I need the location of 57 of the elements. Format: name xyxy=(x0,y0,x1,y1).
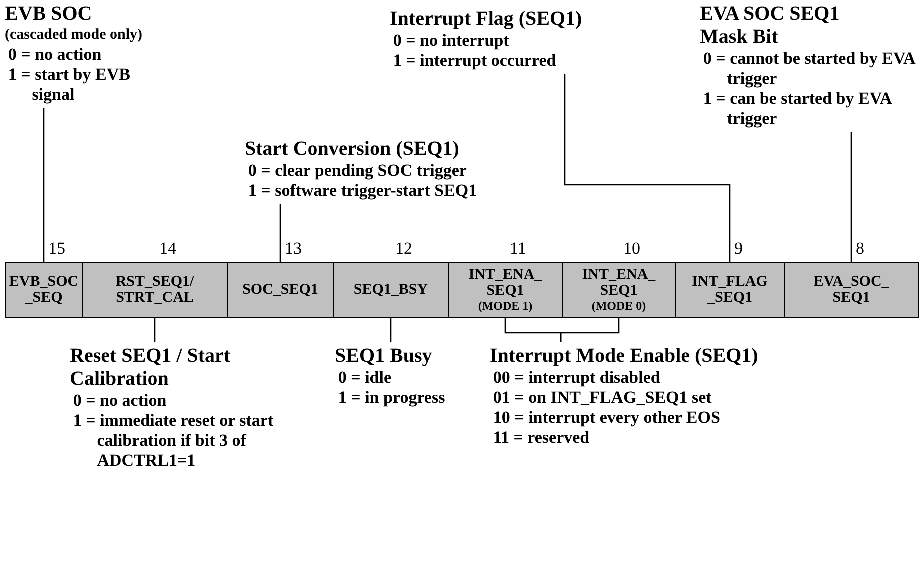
value-description: 1 = start by EVB signal xyxy=(7,65,132,105)
field-name: INT_FLAG _SEQ1 xyxy=(692,274,768,306)
leader-line xyxy=(154,318,156,342)
value-description: 1 = in progress xyxy=(337,388,446,408)
register-field xyxy=(448,262,563,318)
leader-line xyxy=(390,318,392,342)
mode-note: (MODE 1) xyxy=(478,299,533,313)
leader-line xyxy=(850,132,852,262)
field-title: Start Conversion (SEQ1) xyxy=(245,138,460,161)
field-title: EVB SOC xyxy=(5,3,94,26)
bit-number: 12 xyxy=(396,240,412,258)
bit-number: 14 xyxy=(160,240,176,258)
field-name: INT_ENA_ SEQ1 xyxy=(582,267,656,299)
value-description: 1 = can be started by EVA trigger xyxy=(702,89,893,129)
field-title: SEQ1 Busy xyxy=(335,345,434,368)
register-field xyxy=(5,262,83,318)
value-description: 0 = no interrupt xyxy=(392,31,510,51)
value-description: 00 = interrupt disabled xyxy=(492,368,662,388)
value-description: 0 = clear pending SOC trigger xyxy=(247,161,468,181)
field-name: SEQ1_BSY xyxy=(354,282,428,298)
field-name: SOC_SEQ1 xyxy=(242,282,318,298)
register-field xyxy=(227,262,334,318)
leader-line xyxy=(560,318,620,342)
bit-number: 13 xyxy=(285,240,302,258)
value-description: 0 = no action xyxy=(72,391,168,411)
bit-number: 8 xyxy=(856,240,864,258)
bit-number: 10 xyxy=(624,240,640,258)
register-field xyxy=(675,262,785,318)
bit-number: 9 xyxy=(734,240,743,258)
register-field xyxy=(562,262,676,318)
register-field xyxy=(82,262,228,318)
leader-line xyxy=(564,74,731,262)
value-description: 1 = immediate reset or start calibration if bit 3 of ADCTRL1=1 xyxy=(72,411,275,471)
field-name: RST_SEQ1/ STRT_CAL xyxy=(116,274,194,306)
field-title: EVA SOC SEQ1 Mask Bit xyxy=(700,3,841,49)
field-name: EVB_SOC _SEQ xyxy=(9,274,79,306)
value-description: 0 = cannot be started by EVA trigger xyxy=(702,49,916,89)
field-title: Reset SEQ1 / Start Calibration xyxy=(70,345,232,391)
leader-line xyxy=(280,204,282,262)
value-description: 11 = reserved xyxy=(492,428,591,448)
field-title: Interrupt Flag (SEQ1) xyxy=(390,8,584,31)
value-description: 10 = interrupt every other EOS xyxy=(492,408,722,428)
value-description: 0 = no action xyxy=(7,45,103,65)
field-note: (cascaded mode only) xyxy=(5,26,144,45)
field-title: Interrupt Mode Enable (SEQ1) xyxy=(490,345,760,368)
leader-line xyxy=(43,108,45,262)
register-field xyxy=(333,262,449,318)
register-field xyxy=(784,262,919,318)
field-name: INT_ENA_ SEQ1 xyxy=(468,267,542,299)
mode-note: (MODE 0) xyxy=(592,299,646,313)
value-description: 1 = software trigger-start SEQ1 xyxy=(247,181,478,201)
value-description: 01 = on INT_FLAG_SEQ1 set xyxy=(492,388,713,408)
field-name: EVA_SOC_ SEQ1 xyxy=(814,274,890,306)
bit-number: 15 xyxy=(48,240,66,258)
value-description: 1 = interrupt occurred xyxy=(392,51,558,71)
value-description: 0 = idle xyxy=(337,368,393,388)
bit-number: 11 xyxy=(510,240,526,258)
